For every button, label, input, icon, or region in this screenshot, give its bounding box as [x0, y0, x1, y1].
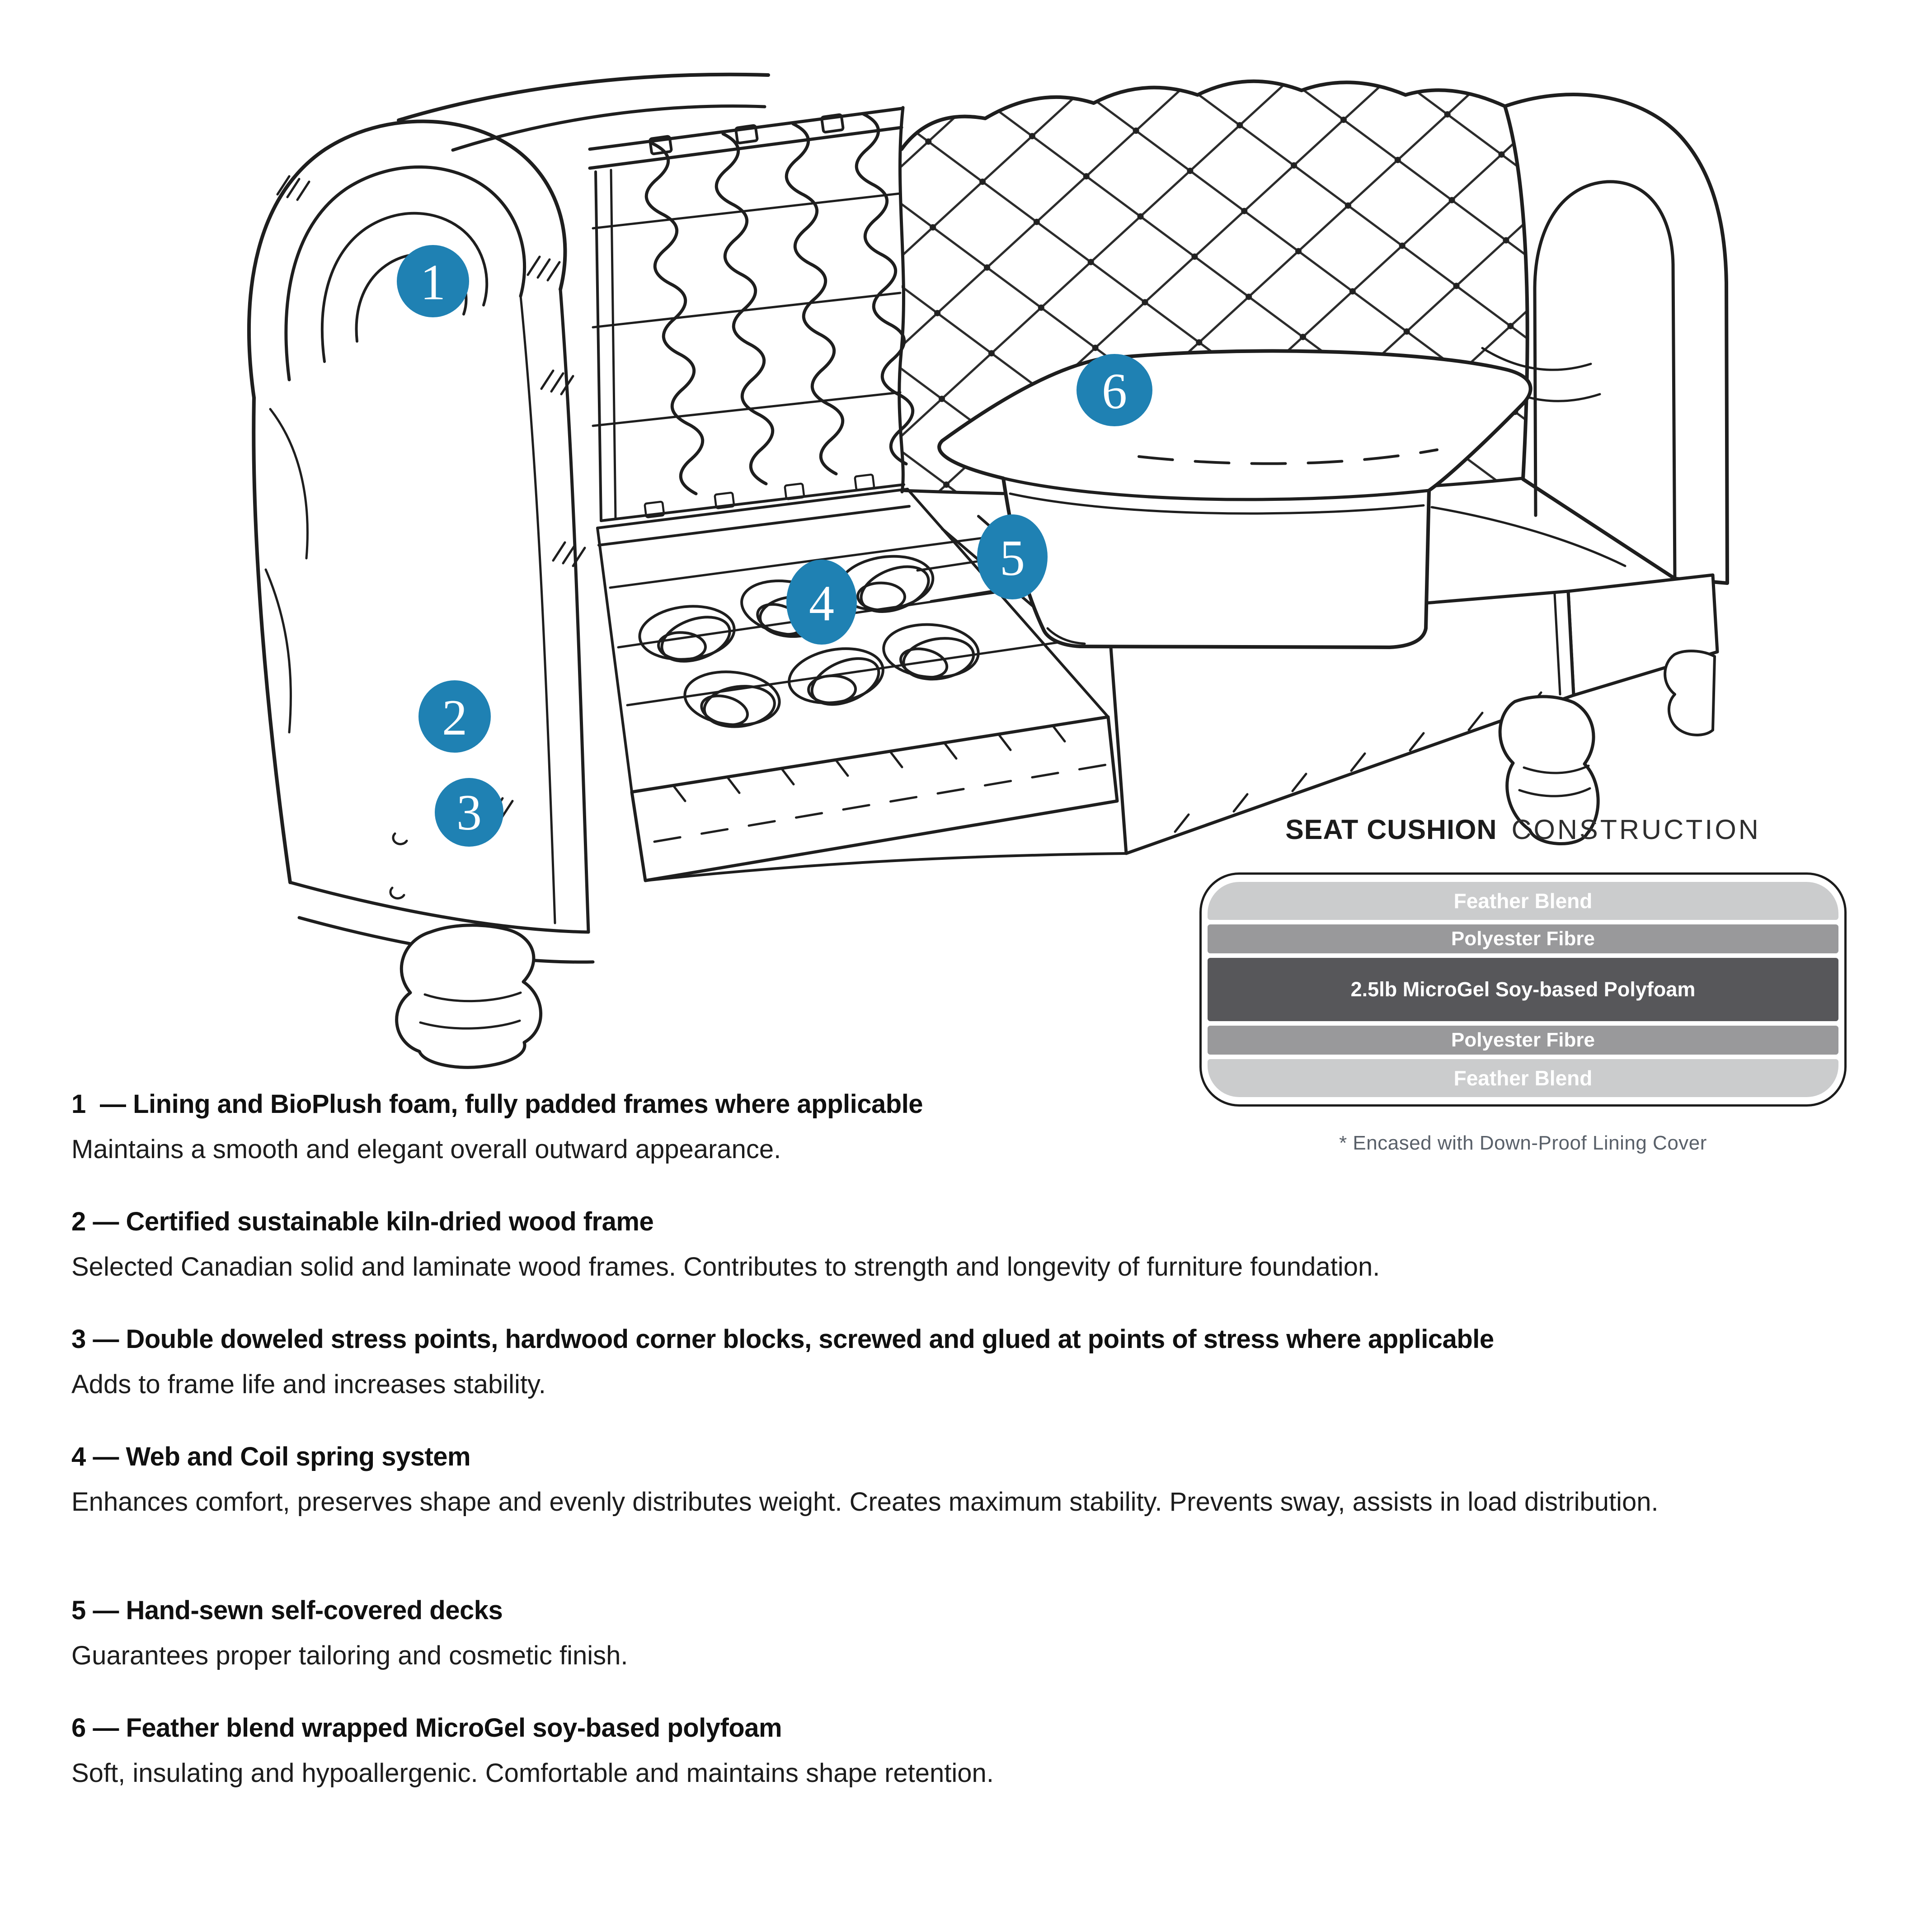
- feature-section-2: 2 — Certified sustainable kiln-dried woo…: [71, 1206, 1888, 1286]
- feature-heading-1: 1 — Lining and BioPlush foam, fully padd…: [71, 1089, 923, 1119]
- left-arm: [247, 72, 770, 964]
- layer-microgel-polyfoam: 2.5lb MicroGel Soy-based Polyfoam: [1208, 958, 1838, 1021]
- feature-heading-3: 3 — Double doweled stress points, hardwo…: [71, 1324, 1494, 1354]
- callout-circle-4: [786, 560, 857, 645]
- front-left-leg: [395, 924, 542, 1069]
- callout-number-2: 2: [442, 690, 467, 746]
- feature-section-3: 3 — Double doweled stress points, hardwo…: [71, 1324, 1888, 1403]
- callout-2: 2: [418, 680, 491, 753]
- callout-number-3: 3: [456, 785, 482, 841]
- feature-body-3: Adds to frame life and increases stabili…: [71, 1369, 546, 1399]
- layer-feather-blend-top: Feather Blend: [1208, 882, 1838, 920]
- back-springs: [588, 106, 919, 522]
- feature-section-1: 1 — Lining and BioPlush foam, fully padd…: [71, 1089, 1888, 1168]
- callout-number-4: 4: [809, 575, 834, 631]
- callout-circle-1: [397, 245, 469, 317]
- callout-circle-2: [418, 680, 491, 753]
- callout-number-1: 1: [420, 254, 446, 311]
- rear-right-leg: [1664, 650, 1716, 736]
- callout-4: 4: [786, 560, 857, 645]
- panel-footnote: * Encased with Down-Proof Lining Cover: [1339, 1132, 1707, 1154]
- feature-section-4: 4 — Web and Coil spring system Enhances …: [71, 1441, 1888, 1521]
- feature-section-5: 5 — Hand-sewn self-covered decks Guarant…: [71, 1595, 1888, 1674]
- feature-heading-6: 6 — Feather blend wrapped MicroGel soy-b…: [71, 1713, 782, 1743]
- layer-feather-blend-bottom: Feather Blend: [1208, 1059, 1838, 1097]
- callouts: 1 2 3 4 5 6: [397, 245, 1152, 847]
- layer-polyester-fibre-top: Polyester Fibre: [1208, 924, 1838, 953]
- panel-title-sub: CONSTRUCTION: [1511, 814, 1761, 845]
- feature-heading-2: 2 — Certified sustainable kiln-dried woo…: [71, 1207, 654, 1236]
- front-rail: [630, 715, 1128, 882]
- seat-cushion-panel: SEAT CUSHION CONSTRUCTION Feather Blend …: [1193, 814, 1853, 1154]
- panel-title: SEAT CUSHION CONSTRUCTION: [1193, 814, 1853, 845]
- callout-circle-3: [435, 778, 503, 847]
- callout-number-6: 6: [1102, 363, 1127, 419]
- sofa-cutaway-illustration: 1 2 3 4 5 6: [247, 72, 1729, 1069]
- panel-title-main: SEAT CUSHION: [1285, 814, 1497, 845]
- callout-1: 1: [397, 245, 469, 317]
- callout-number-5: 5: [1000, 530, 1025, 586]
- feature-section-6: 6 — Feather blend wrapped MicroGel soy-b…: [71, 1712, 1888, 1792]
- feature-body-5: Guarantees proper tailoring and cosmetic…: [71, 1640, 628, 1670]
- feature-body-2: Selected Canadian solid and laminate woo…: [71, 1252, 1380, 1282]
- front-right-leg: [1498, 695, 1600, 845]
- callout-circle-6: [1076, 354, 1152, 426]
- feature-body-1: Maintains a smooth and elegant overall o…: [71, 1134, 781, 1164]
- callout-3: 3: [435, 778, 503, 847]
- cushion-layer-diagram: Feather Blend Polyester Fibre 2.5lb Micr…: [1199, 872, 1847, 1107]
- layer-polyester-fibre-bottom: Polyester Fibre: [1208, 1026, 1838, 1055]
- callout-circle-5: [977, 514, 1048, 599]
- callout-6: 6: [1076, 354, 1152, 426]
- callout-5: 5: [977, 514, 1048, 599]
- feature-body-4: Enhances comfort, preserves shape and ev…: [71, 1487, 1659, 1517]
- feature-heading-5: 5 — Hand-sewn self-covered decks: [71, 1596, 503, 1625]
- feature-body-6: Soft, insulating and hypoallergenic. Com…: [71, 1758, 994, 1788]
- right-base: [1108, 506, 1719, 855]
- feature-heading-4: 4 — Web and Coil spring system: [71, 1442, 471, 1471]
